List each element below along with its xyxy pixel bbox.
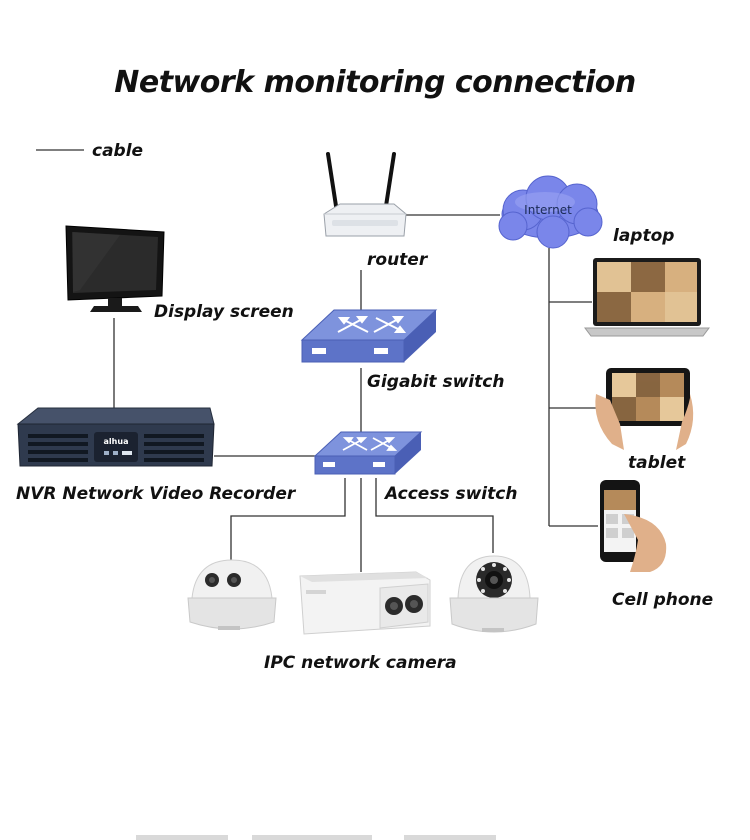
tablet-label: tablet (628, 453, 686, 473)
page-title: Network monitoring connection (114, 65, 636, 100)
phone-icon (600, 480, 667, 572)
internet-cloud-icon: Internet (498, 175, 603, 249)
gigabit-switch-icon (300, 309, 438, 363)
laptop-label: laptop (613, 226, 675, 246)
thumbnail (404, 835, 496, 840)
nvr-brand-logo: alhua (104, 437, 129, 446)
internet-label: Internet (524, 203, 572, 217)
thumbnail (136, 835, 228, 840)
monitor-icon (65, 225, 165, 312)
router-label: router (367, 250, 428, 270)
thumbnail (252, 835, 372, 840)
nvr-icon: alhua (16, 407, 215, 467)
access-left-camera-line (230, 478, 346, 565)
tablet-icon (595, 368, 694, 450)
ipc-camera-label: IPC network camera (264, 653, 457, 673)
dome-camera-right-icon (449, 555, 539, 633)
gigabit-switch-label: Gigabit switch (367, 372, 505, 392)
thumbnail-strip (136, 835, 496, 840)
laptop-icon (584, 258, 710, 337)
bullet-camera-icon (299, 571, 431, 635)
legend-cable-label: cable (92, 141, 144, 161)
cell-phone-label: Cell phone (612, 590, 714, 610)
nvr-label: NVR Network Video Recorder (16, 484, 296, 504)
display-screen-label: Display screen (154, 302, 294, 322)
access-right-camera-line (375, 478, 494, 553)
router-icon (323, 152, 407, 237)
access-switch-label: Access switch (385, 484, 518, 504)
access-switch-icon (313, 431, 423, 475)
dome-camera-left-icon (187, 559, 277, 630)
